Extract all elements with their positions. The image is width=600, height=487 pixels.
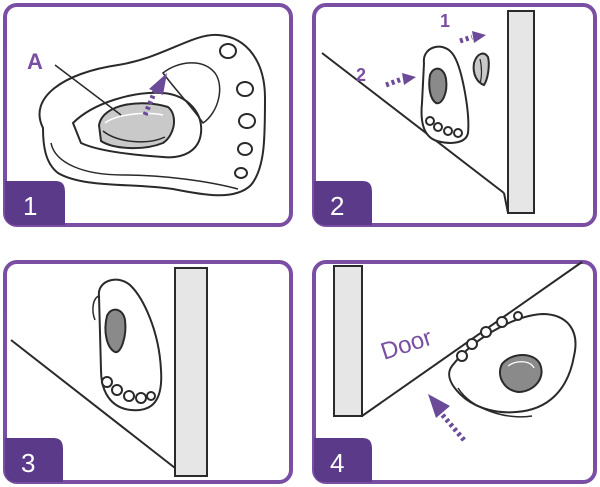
step-number: 2 — [330, 191, 344, 221]
toe-holes — [219, 43, 256, 179]
step-number: 1 — [23, 191, 37, 221]
step-number: 3 — [21, 448, 35, 478]
foot-stopper — [448, 311, 577, 418]
rubber-pad — [97, 102, 175, 150]
lift-arrow — [142, 73, 167, 116]
arrow-2 — [385, 73, 416, 88]
foot-stopper — [92, 278, 163, 412]
panel-step-1: A 1 — [3, 3, 293, 227]
push-arrow — [428, 394, 466, 442]
door — [10, 267, 208, 477]
foot-stopper — [420, 45, 470, 144]
callout-a-label: A — [27, 49, 43, 74]
step-badge — [314, 438, 372, 482]
panel-step-2: 1 2 2 — [312, 3, 597, 227]
step-badge — [314, 181, 372, 225]
arrow-2-label: 2 — [356, 65, 366, 85]
step-badge — [5, 181, 65, 225]
step-badge — [5, 438, 63, 482]
rubber-pad — [472, 52, 490, 87]
door — [321, 10, 535, 214]
step-number: 4 — [330, 448, 344, 478]
arrow-1-label: 1 — [440, 11, 450, 31]
panel-step-3: 3 — [3, 260, 293, 484]
step-4-illustration: Door 4 — [312, 260, 597, 484]
callout-leader-line — [54, 64, 122, 116]
step-2-illustration: 1 2 2 — [312, 3, 597, 227]
door — [333, 261, 583, 417]
step-1-illustration: A 1 — [3, 3, 293, 227]
step-3-illustration: 3 — [3, 260, 293, 484]
panel-step-4: Door 4 — [312, 260, 597, 484]
arrow-1 — [459, 31, 486, 44]
